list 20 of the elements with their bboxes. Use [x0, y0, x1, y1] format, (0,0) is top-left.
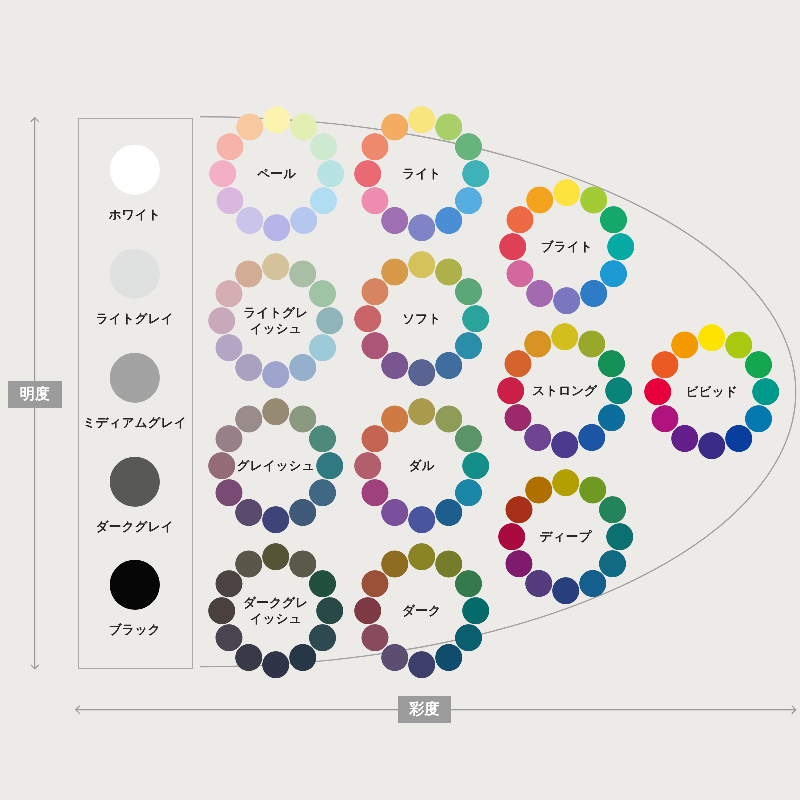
tone-label: ダークグレイッシュ [242, 595, 310, 627]
tone-label: ストロング [532, 383, 598, 399]
column-frame [78, 118, 193, 669]
tone-label: ミディアムグレイ [83, 415, 187, 431]
tone-label: ダーク [402, 603, 442, 619]
tone-label: ダル [409, 458, 435, 474]
tone-label: ペール [258, 166, 296, 182]
tone-label: ビビッド [686, 384, 738, 400]
tone-label: ブラック [109, 622, 161, 638]
tone-label: ライトグレイッシュ [242, 305, 310, 337]
tone-label: ソフト [402, 311, 442, 327]
tone-label: ライトグレイ [96, 311, 174, 327]
tone-label: ホワイト [109, 207, 161, 223]
tone-label: ブライト [541, 239, 593, 255]
tone-label: ダークグレイ [96, 519, 174, 535]
tone-label: ライト [402, 166, 442, 182]
tone-label: ディープ [540, 529, 592, 545]
axis-label: 明度 [8, 381, 62, 408]
tone-label: グレイッシュ [237, 458, 315, 474]
axis-label: 彩度 [398, 696, 451, 723]
